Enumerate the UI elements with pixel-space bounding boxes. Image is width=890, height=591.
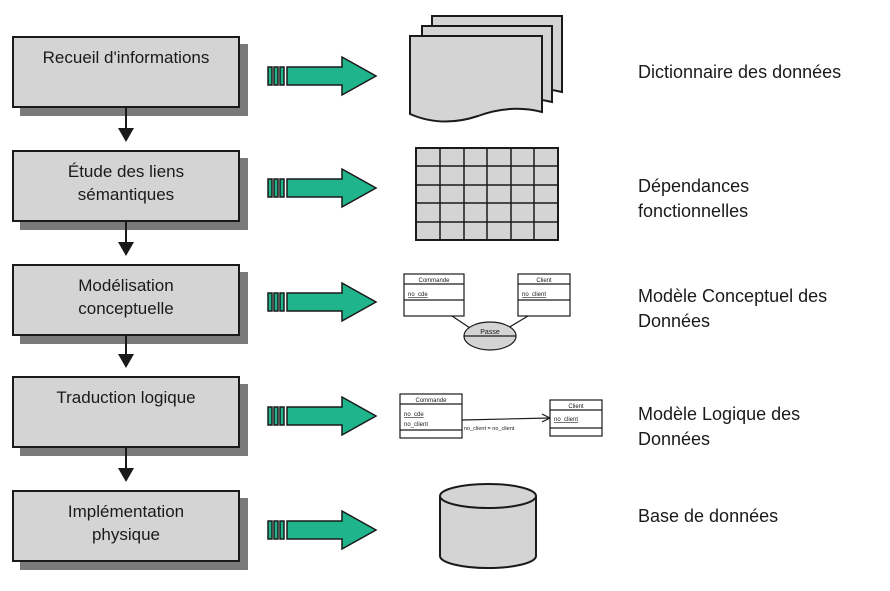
database-cylinder-icon (439, 483, 537, 569)
green-arrow-1-icon (267, 55, 378, 97)
grid-table-icon (415, 147, 559, 241)
stacked-documents-icon (409, 15, 563, 123)
green-arrow-2-icon (267, 167, 378, 209)
logical-model-icon: Commande no_cde no_client Client no_clie… (399, 393, 603, 439)
step-3-label: Modélisation conceptuelle (78, 276, 174, 318)
down-arrow-1-icon (118, 108, 134, 142)
step-5-label: Implémentation physique (67, 502, 185, 544)
svg-text:Client: Client (568, 404, 584, 410)
step-2-label: Étude des liens sémantiques (67, 162, 185, 204)
svg-text:no_client: no_client (554, 417, 578, 423)
step-3-box: Modélisation conceptuelle (12, 264, 240, 336)
svg-text:Passe: Passe (480, 329, 500, 336)
output-2-label: Dépendances fonctionnelles (638, 176, 750, 221)
down-arrow-2-icon (118, 222, 134, 256)
conceptual-model-icon: Commande no_cde Client no_client Passe (403, 273, 571, 351)
output-1-label: Dictionnaire des données (638, 62, 842, 82)
step-2-box: Étude des liens sémantiques (12, 150, 240, 222)
down-arrow-4-icon (118, 448, 134, 482)
output-4-label: Modèle Logique des Données (638, 404, 801, 449)
svg-text:Commande: Commande (418, 278, 450, 284)
green-arrow-5-icon (267, 509, 378, 551)
svg-text:no_cde: no_cde (408, 292, 428, 298)
step-1-box: Recueil d'informations (12, 36, 240, 108)
green-arrow-3-icon (267, 281, 378, 323)
green-arrow-4-icon (267, 395, 378, 437)
svg-text:no_cde: no_cde (404, 412, 424, 418)
svg-text:no_client = no_client: no_client = no_client (464, 426, 515, 432)
step-4-label: Traduction logique (56, 388, 196, 407)
output-5-label: Base de données (638, 506, 779, 526)
step-1-label: Recueil d'informations (42, 48, 210, 67)
svg-text:Client: Client (536, 278, 552, 284)
down-arrow-3-icon (118, 336, 134, 368)
step-5-box: Implémentation physique (12, 490, 240, 562)
svg-text:no_client: no_client (404, 422, 428, 428)
step-4-box: Traduction logique (12, 376, 240, 448)
output-3-label: Modèle Conceptuel des Données (638, 286, 828, 331)
svg-text:Commande: Commande (415, 398, 447, 404)
svg-text:no_client: no_client (522, 292, 546, 298)
